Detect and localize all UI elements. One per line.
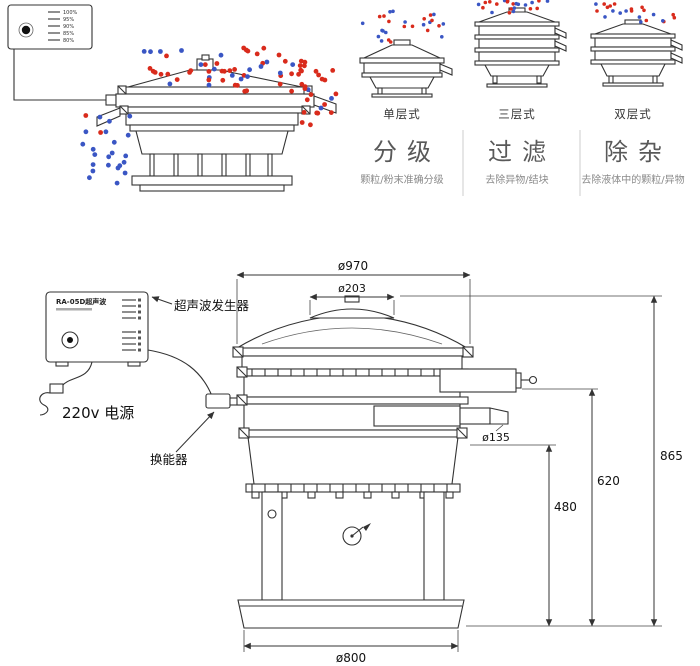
variant-type-label-triple: 三层式 [498, 107, 536, 121]
particles-fines-out [80, 113, 133, 186]
wire-connector [105, 94, 117, 106]
inlet-knob [201, 54, 210, 61]
dim-base-diameter: ø800 [336, 651, 366, 665]
dim-outlet-height: 620 [597, 474, 620, 488]
controller-indicator-dashes [122, 298, 141, 352]
generator-label: 超声波发生器 [174, 298, 250, 313]
spout-handle-knob [528, 375, 538, 385]
power-knob-ring-icon [18, 22, 34, 38]
function-desc-filtering: 去除异物/结块 [485, 173, 548, 186]
controller-indicator-rows: 100% 95% 90% 85% 80% [48, 10, 78, 44]
drawing-machine [232, 295, 538, 629]
generator-leader-arrow [151, 296, 173, 305]
transducer-cable [147, 349, 245, 409]
dim-outlet-diameter: ø135 [482, 431, 510, 444]
power-plug-icon [49, 383, 64, 394]
lower-outlet-spout [489, 407, 509, 425]
variant-icon-double-deck [590, 2, 683, 87]
screen-deck-2 [243, 375, 461, 398]
bottom-flange [245, 483, 461, 493]
flange-ring-2 [119, 106, 311, 114]
variant-type-label-single: 单层式 [383, 107, 421, 121]
particles-oversize-out [297, 59, 339, 128]
dimension-lines: ø970 ø203 ø135 865 620 480 [236, 259, 683, 665]
lid-dome [235, 314, 469, 349]
stand-leg-left [261, 491, 283, 601]
controller-foot [55, 361, 69, 367]
controller-foot [127, 361, 141, 367]
overview-section: 100% 95% 90% 85% 80% [7, 4, 339, 192]
function-label-filtering: 过滤 [488, 138, 556, 166]
leg-bolt [267, 509, 277, 519]
technical-drawing: RA-05D超声波 超声波发生器 220v 电源 换能器 [39, 259, 683, 665]
base-plate [237, 599, 465, 629]
indicator-row-label: 100% [63, 10, 78, 16]
overview-controller-box: 100% 95% 90% 85% 80% [7, 4, 93, 50]
particles-feed [141, 45, 304, 94]
indicator-row-label: 95% [63, 17, 74, 23]
variant-type-label-double: 双层式 [614, 107, 652, 121]
function-label-impurity-removal: 除杂 [604, 138, 672, 166]
variant-icon-single-deck [359, 9, 453, 98]
particles-spray [594, 2, 677, 24]
variant-icon-triple-deck [474, 0, 567, 88]
variant-cards: 单层式 三层式 双层式 分级 过滤 除杂 颗粒/粉末准确分级 去除异物/结块 去… [359, 0, 685, 196]
clamp-bolts [232, 346, 474, 439]
generator-control-box: RA-05D超声波 [45, 291, 149, 367]
dim-total-height: 865 [660, 449, 683, 463]
machine-base [131, 175, 293, 186]
flange-ring-1 [119, 86, 311, 95]
flange-ticks [251, 484, 448, 492]
power-cable [39, 361, 93, 416]
lid-inner-line [261, 327, 443, 345]
controller-model-label: RA-05D超声波 [56, 297, 107, 306]
inner-outlet-channel [373, 405, 461, 427]
inlet-cap [309, 308, 395, 319]
lower-body [247, 436, 459, 485]
flange-ring-3 [129, 124, 295, 132]
spring-legs [149, 153, 273, 177]
flange-ring-d [239, 429, 467, 438]
screen-deck-2 [125, 112, 299, 126]
ring-bolt-ticks [251, 369, 448, 376]
indicator-row-label: 85% [63, 31, 74, 37]
controller-subtitle-bar [56, 308, 92, 311]
stand-leg-right [423, 491, 445, 601]
power-knob-icon [21, 25, 31, 35]
power-label: 220v 电源 [62, 404, 134, 422]
dim-stand-height: 480 [554, 500, 577, 514]
indicator-row-label: 80% [63, 38, 74, 44]
machine-body [135, 130, 289, 155]
function-label-grading: 分级 [373, 138, 441, 166]
particles-spray [476, 0, 550, 15]
particles-spray [360, 9, 446, 44]
function-desc-grading: 颗粒/粉末准确分级 [360, 173, 443, 186]
motor-symbol [342, 523, 371, 546]
machine-base-foot [139, 184, 285, 192]
power-wire [13, 49, 108, 101]
transducer-body [205, 393, 231, 409]
lower-outlet [459, 407, 491, 425]
upper-discharge-spout [439, 368, 517, 393]
screen-deck-1 [115, 93, 315, 108]
transducer-leader-arrow [175, 411, 215, 453]
indicator-row-label: 90% [63, 24, 74, 30]
transducer-label: 换能器 [150, 452, 188, 467]
flange-ring-c [237, 396, 469, 405]
dim-top-diameter: ø970 [338, 259, 368, 273]
flange-ring-a [233, 347, 473, 357]
controller-knob-center [67, 337, 73, 343]
screen-deck-1 [241, 355, 463, 370]
function-desc-impurity-removal: 去除液体中的颗粒/异物 [581, 173, 684, 186]
spout-end-plate [515, 372, 522, 389]
dim-inlet-diameter: ø203 [338, 282, 366, 295]
